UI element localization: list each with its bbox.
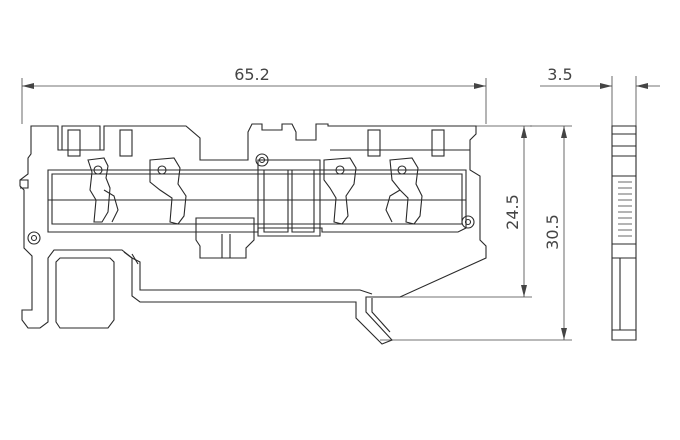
side-view-grip-ribs	[618, 181, 632, 237]
dimension-height-inner-label: 24.5	[503, 194, 522, 230]
mounting-hole-right	[461, 215, 475, 229]
dimension-length: 65.2	[21, 65, 487, 124]
housing-outline	[19, 123, 487, 345]
front-view	[19, 123, 487, 345]
dimension-height-inner: 24.5	[400, 125, 532, 298]
spring-clamp-2	[149, 157, 187, 225]
dimension-height-total: 30.5	[380, 125, 572, 341]
dimension-height-total-label: 30.5	[543, 214, 562, 250]
dimension-length-label: 65.2	[234, 65, 270, 84]
spring-clamp-4	[385, 157, 423, 225]
dimension-thickness: 3.5	[540, 65, 660, 128]
dimension-thickness-label: 3.5	[547, 65, 572, 84]
mounting-hole-left	[27, 231, 41, 245]
spring-clamp-3	[323, 157, 357, 225]
side-view	[611, 125, 637, 341]
mounting-hole-center	[255, 153, 269, 167]
spring-clamp-1	[87, 157, 119, 223]
